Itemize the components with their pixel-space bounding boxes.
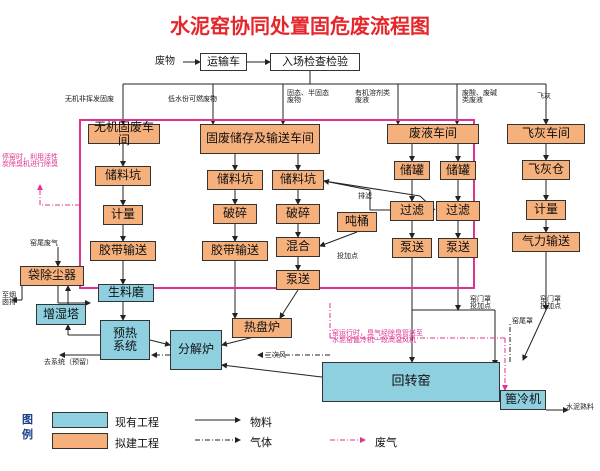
humidifier-tower: 增湿塔 (36, 304, 86, 325)
inorganic-workshop: 无机固废车间 (88, 120, 160, 147)
storage-pit-3: 储料坑 (272, 170, 324, 190)
legend-planned-swatch (52, 433, 108, 449)
note-stop-kiln: 停窑时，利用活性 炭除臭机进行除臭 (2, 153, 58, 169)
pump-2: 泵送 (438, 238, 478, 258)
category-inorganic: 无机非挥发固废 (65, 95, 114, 103)
category-fly-ash: 飞灰 (537, 92, 551, 100)
crusher-3: 破碎 (276, 204, 320, 224)
pump-1: 泵送 (392, 238, 432, 258)
legend-material-label: 物料 (250, 416, 272, 429)
raw-mill: 生料磨 (98, 284, 154, 302)
belt-conveying-1: 胶带输送 (90, 241, 156, 261)
legend-planned-label: 拟建工程 (115, 437, 159, 450)
inspection-box: 入场检查检验 (270, 53, 360, 71)
tank-2: 储罐 (440, 161, 476, 180)
hot-disc-furnace: 热盘炉 (232, 318, 292, 338)
preheater-system: 预热 系统 (100, 320, 150, 360)
rotary-kiln: 回转窑 (322, 362, 500, 402)
label-to-chimney: 至烟 囱排 (2, 291, 16, 307)
label-kiln-door-1: 窑门罩 投加点 (470, 295, 491, 311)
legend-waste-gas-label: 废气 (375, 436, 397, 449)
label-dust: 排滤 (358, 192, 372, 200)
bag-filter: 袋除尘器 (20, 266, 84, 286)
label-tail-cover: 窑尾罩 (512, 317, 533, 325)
flyash-workshop: 飞灰车间 (507, 124, 585, 144)
flyash-silo: 飞灰仓 (522, 160, 570, 180)
storage-pit-1: 储料坑 (95, 166, 151, 186)
category-organic-solvent: 有机溶剂类 废液 (355, 89, 390, 105)
category-acid-base: 废酸、废碱 类废液 (462, 89, 497, 105)
metering-1: 计量 (103, 205, 143, 225)
filter-1: 过滤 (390, 201, 434, 221)
label-ton-point: 投加点 (337, 252, 358, 260)
calciner: 分解炉 (170, 330, 222, 370)
note-kiln-running: 窑运行时，臭气经除臭管送至 水泥窑篦冷机一段高温风机 (332, 329, 423, 345)
crusher-2: 破碎 (213, 204, 257, 224)
waste-label: 废物 (155, 56, 175, 67)
pump-mix: 泵送 (276, 270, 320, 290)
legend-gas-label: 气体 (250, 436, 272, 449)
tank-1: 储罐 (394, 161, 430, 180)
mixer: 混合 (276, 237, 320, 257)
legend-existing-label: 现有工程 (115, 416, 159, 429)
ton-bucket: 吨桶 (337, 212, 377, 232)
legend-title: 图 例 (22, 413, 33, 442)
filter-2: 过滤 (436, 201, 480, 221)
label-kiln-gas: 三次风 (265, 351, 286, 359)
belt-conveying-2: 胶带输送 (202, 241, 268, 261)
transport-box: 运输车 (200, 53, 247, 71)
label-clinker: 水泥熟料 (566, 403, 594, 411)
grate-cooler: 篦冷机 (500, 390, 546, 410)
solid-storage-workshop: 固废储存及输送车间 (200, 124, 320, 154)
page-title: 水泥窑协同处置固危废流程图 (170, 14, 430, 38)
storage-pit-2: 储料坑 (207, 170, 263, 190)
label-kiln-door-2: 窑门罩 投加点 (540, 295, 561, 311)
metering-flyash: 计量 (526, 200, 566, 220)
label-to-system: 去系统（预留） (44, 358, 93, 366)
legend-existing-swatch (52, 412, 108, 428)
liquid-workshop: 废液车间 (387, 124, 479, 144)
label-exhaust-gas: 窑尾废气 (30, 239, 58, 247)
pneumatic-conveying: 气力输送 (512, 232, 580, 252)
category-solid-semi: 固态、半固态 废物 (287, 89, 329, 105)
category-low-heat: 低水份可燃废物 (168, 95, 217, 103)
